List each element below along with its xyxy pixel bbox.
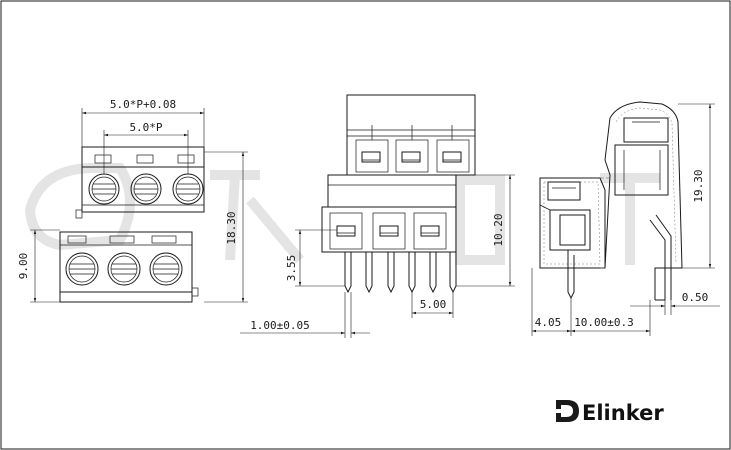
dim-right-height: 19.30	[692, 169, 705, 202]
dim-mid-pitch: 5.00	[420, 298, 447, 311]
dim-left-height-lower: 9.00	[17, 253, 30, 280]
dim-bottom-span: 10.00±0.3	[574, 316, 634, 329]
side-view	[531, 101, 720, 336]
dim-right-pin: 0.50	[682, 291, 709, 304]
dim-top-overall: 5.0*P+0.08	[110, 98, 176, 111]
dim-bottom-left: 4.05	[535, 316, 562, 329]
screw-lower-1	[65, 252, 99, 286]
dim-mid-pin-offset: 3.55	[285, 255, 298, 282]
screw-upper-3	[172, 173, 204, 205]
dim-left-height-total: 18.30	[225, 211, 238, 244]
screw-lower-2	[107, 252, 141, 286]
elinker-logo-icon	[556, 400, 579, 422]
dim-top-pitch: 5.0*P	[129, 121, 162, 134]
front-view	[30, 108, 248, 303]
logo-text: Elinker	[582, 401, 664, 425]
dim-pin-thickness: 1.00±0.05	[250, 319, 310, 332]
brand-logo: Elinker	[556, 400, 664, 425]
screw-upper-2	[130, 173, 162, 205]
dim-mid-height: 10.20	[492, 213, 505, 246]
top-view	[240, 94, 515, 338]
screw-lower-3	[149, 252, 183, 286]
screw-upper-1	[88, 173, 120, 205]
